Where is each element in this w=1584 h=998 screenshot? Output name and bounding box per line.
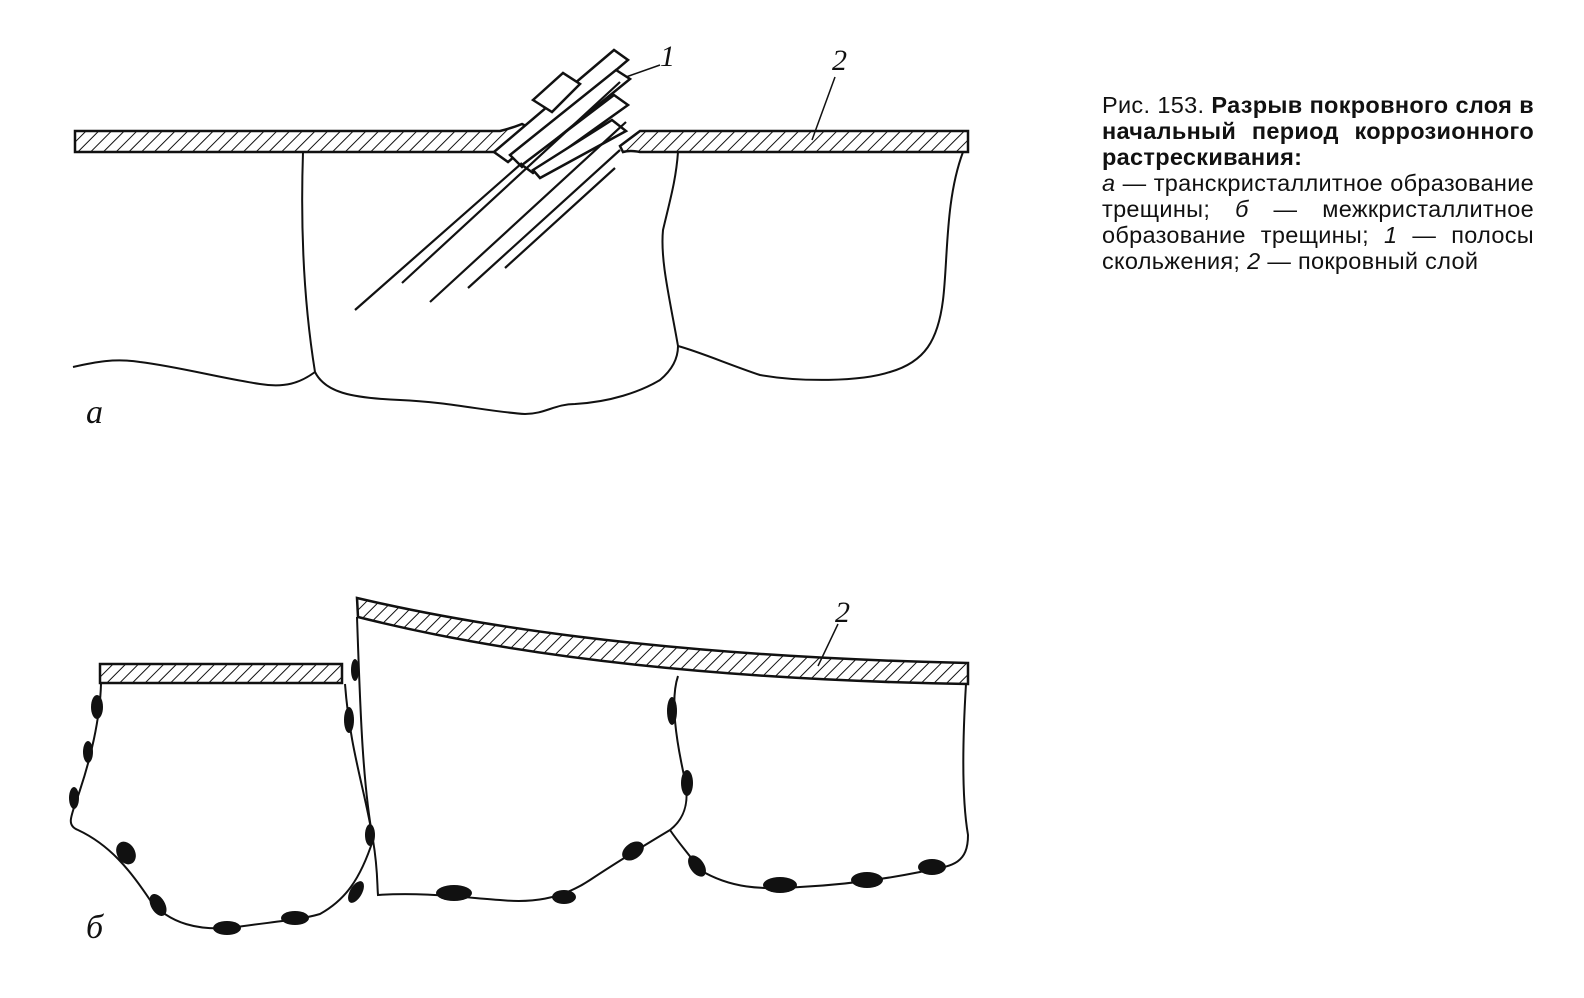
legend-text-b: — межкристаллитное образование трещины; [1102,196,1534,248]
callout-leader-1 [625,64,661,78]
callout-label-2b: 2 [835,596,850,629]
figure-caption: Рис. 153. Разрыв покровного слоя в начал… [1102,92,1534,274]
figure-number: Рис. 153. [1102,92,1205,118]
corrosion-products [69,659,946,935]
legend-key-1: 1 [1383,222,1398,248]
grain-boundary-b-right [669,683,970,890]
legend-key-2: 2 [1247,248,1261,274]
grain-boundary-a-right [677,151,964,381]
legend-key-a: а [1102,170,1116,196]
coating-layer-b-left [98,662,344,685]
panel-a-label: а [86,394,103,431]
grain-boundary-a-center [314,151,680,416]
slip-lines [354,81,627,311]
callout-label-2a: 2 [832,44,847,77]
coating-layer-b-lifted [355,596,970,686]
slip-bands [491,48,633,180]
grain-boundary-a-left [72,151,317,387]
callout-leader-2a [811,76,836,141]
panel-a: 1 2 а [72,40,970,431]
legend-text-1: — полосы скольжения; [1102,222,1534,274]
callout-label-1: 1 [660,40,675,73]
legend-key-b: б [1235,196,1249,222]
panel-b: 2 б [69,596,970,946]
grain-boundary-b-left [69,683,375,930]
coating-layer-a-left [73,122,535,154]
slip-step [530,71,582,114]
callout-leader-2b [817,623,839,667]
panel-b-label: б [86,909,105,946]
coating-layer-a-right [618,129,970,154]
legend-text-2: — покровный слой [1267,248,1479,274]
legend-text-a: — транскристаллитное образование трещины… [1102,170,1534,222]
figure-title: Разрыв покровного слоя в начальный перио… [1102,92,1534,170]
